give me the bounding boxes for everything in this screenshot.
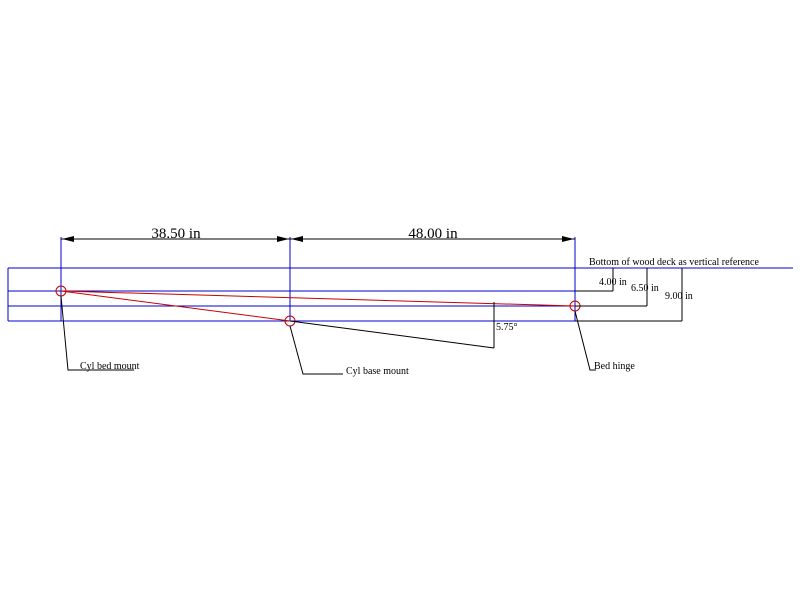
reference-label: Bottom of wood deck as vertical referenc… [589,257,759,268]
arrowhead-left-end [277,236,289,242]
cyl-base-mount-label: Cyl base mount [346,366,409,377]
cylinder-line [60,290,291,322]
angle-leader-line [289,320,495,349]
offset-2-label: 6.50 in [631,283,659,294]
dimension-lines [60,238,683,375]
arrowhead-right-start [291,236,303,242]
cyl-bed-mount-leader [60,295,134,371]
offset-3-label: 9.00 in [665,291,693,302]
angle-label: 5.75° [496,322,518,333]
cylinder-geometry [55,285,581,327]
span-right-label: 48.00 in [408,226,458,242]
cyl-bed-mount-label: Cyl bed mount [80,361,140,372]
offset-1-label: 4.00 in [599,277,627,288]
arrowhead-left-start [62,236,74,242]
bed-line [60,290,576,307]
bed-hinge-leader [574,310,596,371]
bed-hinge-label: Bed hinge [594,361,635,372]
dimension-arrowheads [62,236,574,242]
cyl-base-mount-leader [289,325,343,375]
span-left-label: 38.50 in [151,226,201,242]
arrowhead-right-end [562,236,574,242]
